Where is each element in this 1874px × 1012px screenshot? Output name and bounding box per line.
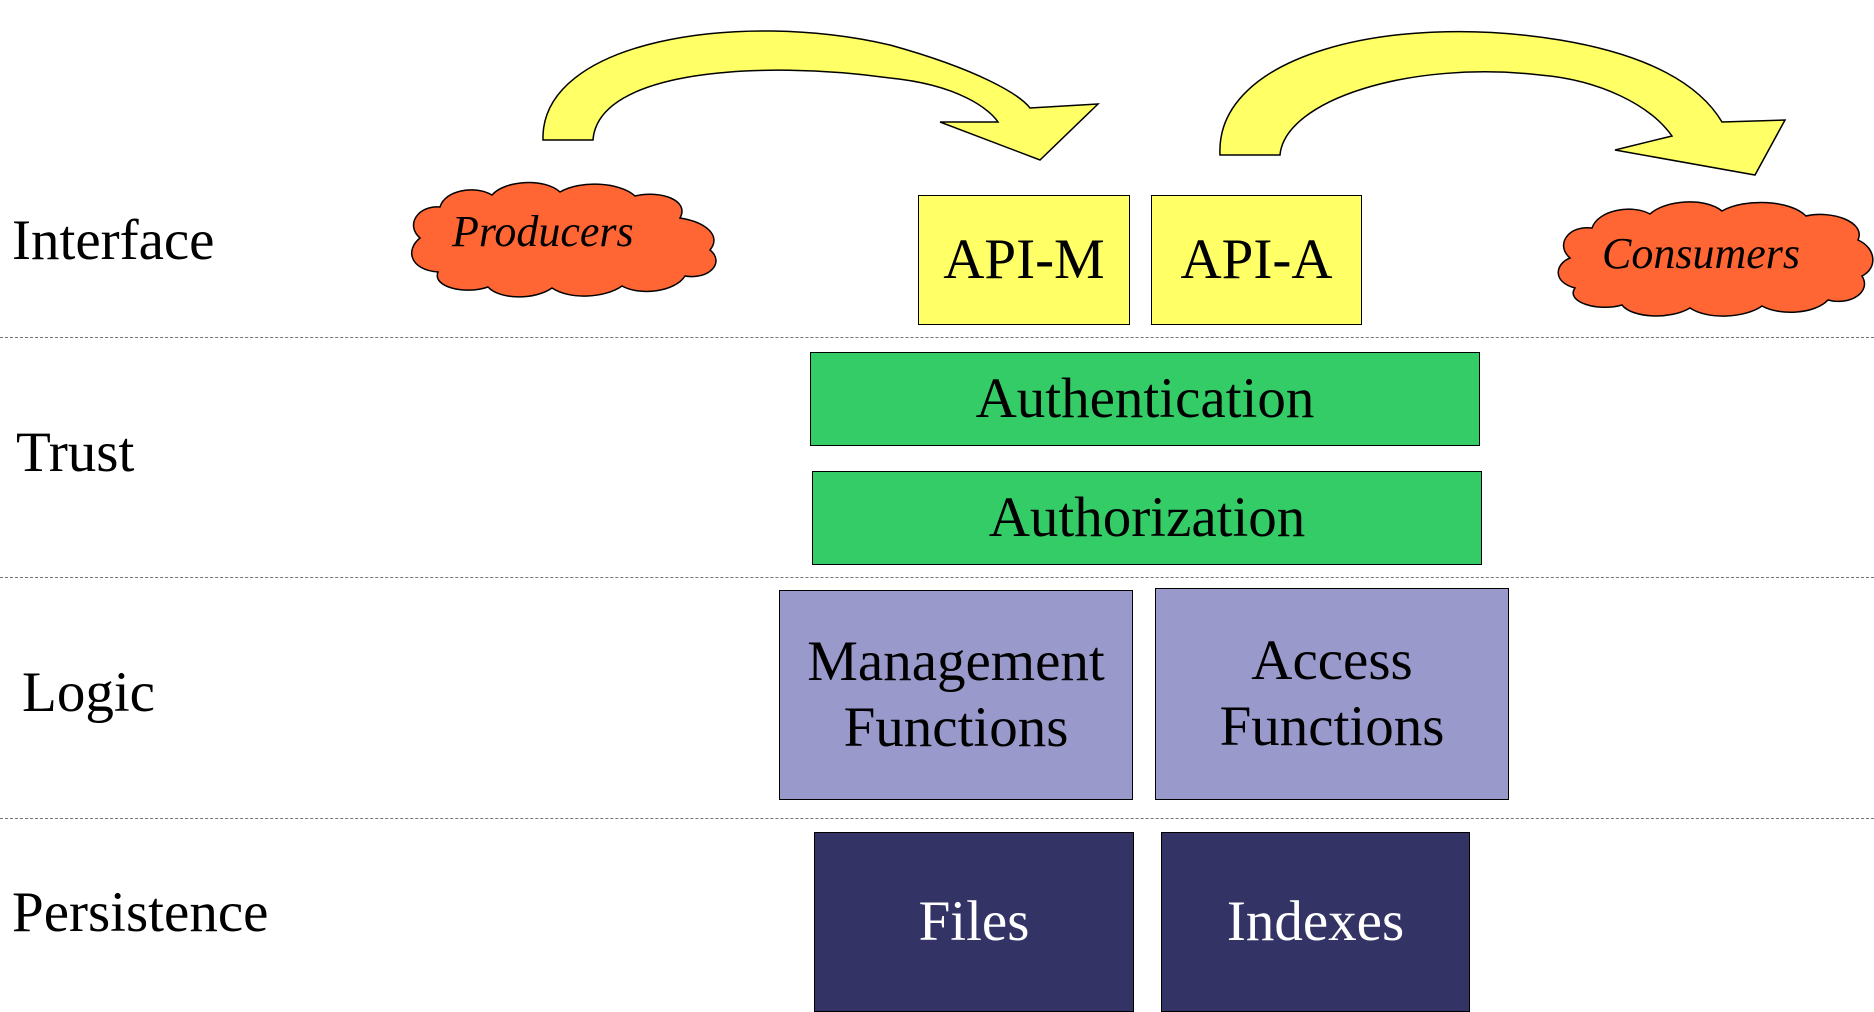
management-functions-line-1: Management (807, 630, 1105, 694)
management-functions-line-2: Functions (843, 696, 1069, 759)
access-functions-line-2: Functions (1219, 695, 1445, 758)
management-functions-box: Management Functions (779, 590, 1133, 800)
access-functions-line-1: Access (1251, 629, 1413, 693)
access-functions-box: Access Functions (1155, 588, 1509, 800)
layer-label-interface: Interface (12, 209, 215, 272)
layer-label-persistence: Persistence (12, 881, 269, 944)
producers-label: Producers (452, 207, 634, 256)
api-a-to-consumers-arrow (1219, 30, 1787, 176)
api-m-box: API-M (918, 195, 1130, 325)
layer-label-logic: Logic (22, 661, 155, 724)
authorization-box: Authorization (812, 471, 1482, 565)
divider-trust-logic (0, 577, 1874, 578)
api-a-box: API-A (1151, 195, 1362, 325)
consumers-cloud (1557, 201, 1874, 317)
authentication-box: Authentication (810, 352, 1480, 446)
indexes-box: Indexes (1161, 832, 1470, 1012)
producers-cloud (411, 181, 717, 298)
files-box: Files (814, 832, 1134, 1012)
divider-interface-trust (0, 337, 1874, 338)
consumers-label: Consumers (1602, 229, 1801, 278)
layer-label-trust: Trust (16, 421, 135, 484)
divider-logic-persistence (0, 818, 1874, 819)
producers-to-api-m-arrow (542, 30, 1100, 161)
